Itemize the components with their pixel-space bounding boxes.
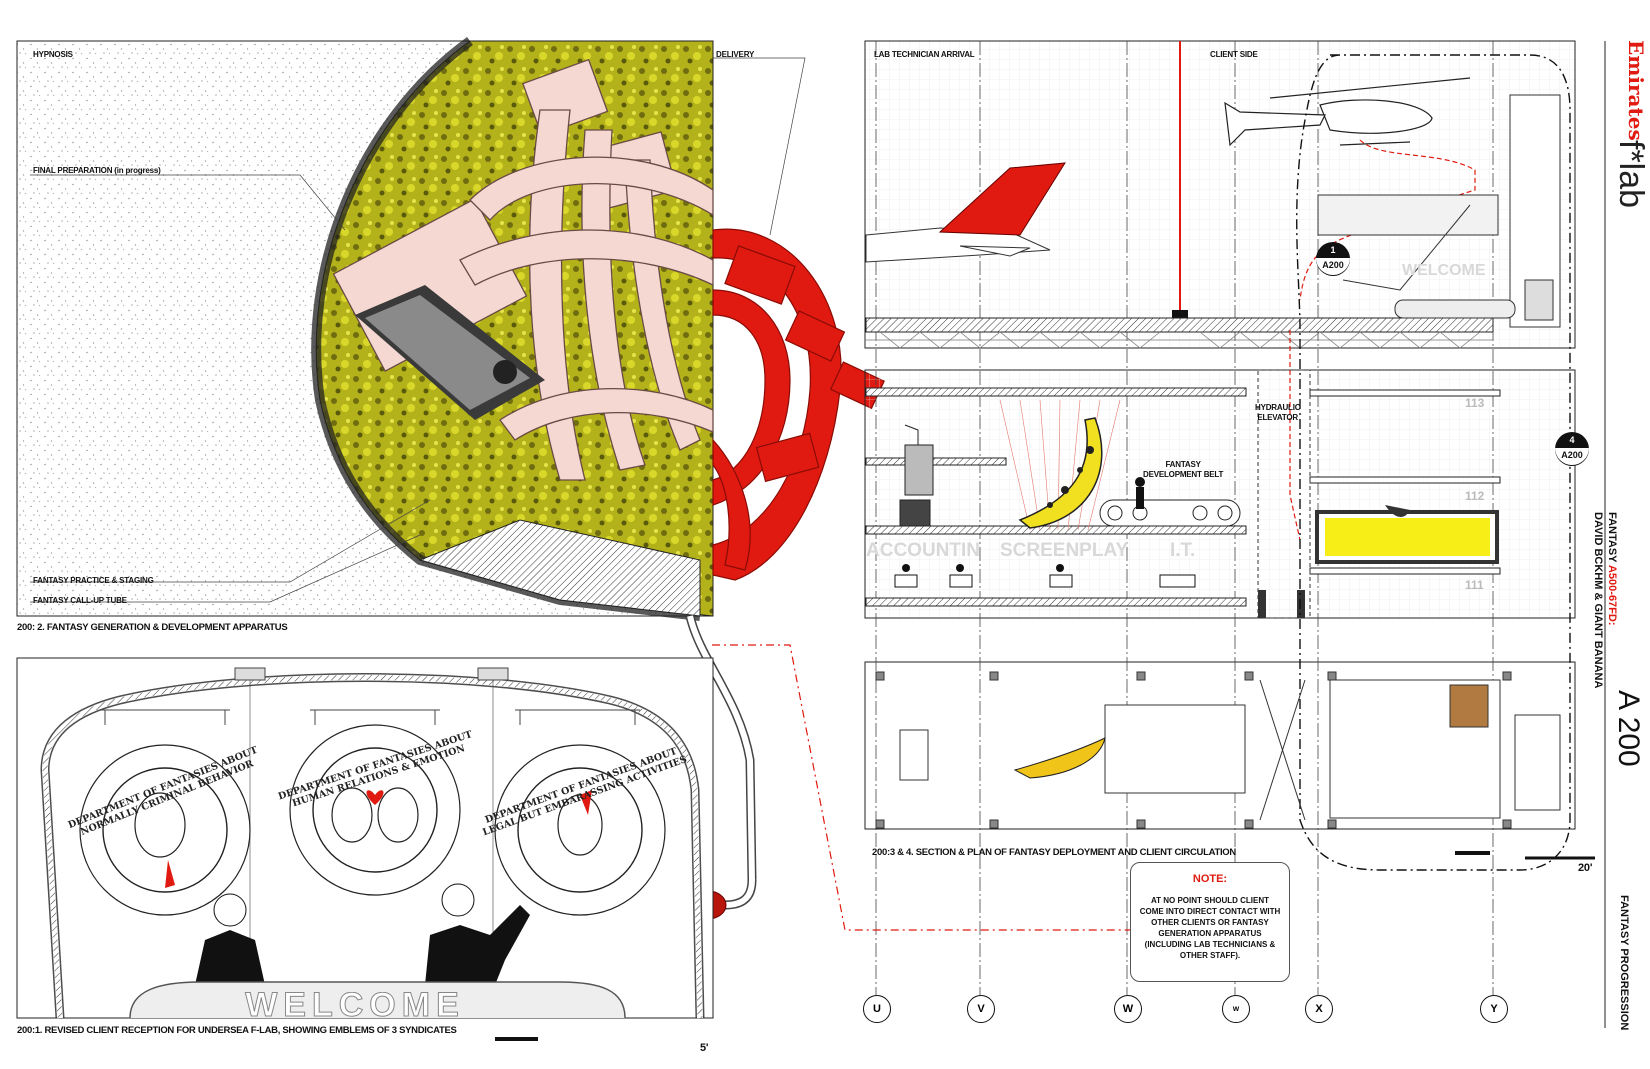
- development-belt: [1099, 499, 1241, 527]
- airplane: [865, 162, 1066, 263]
- brand-emirates: Emirates: [1624, 40, 1648, 141]
- room-screenplay: SCREENPLAY: [1000, 540, 1129, 561]
- grid-bubble-w: W: [1114, 995, 1142, 1023]
- label-lab-technician: LAB TECHNICIAN ARRIVAL: [874, 50, 975, 59]
- scale-label-left: 5': [700, 1042, 709, 1054]
- caption-generation-apparatus: 200: 2. FANTASY GENERATION & DEVELOPMENT…: [17, 622, 288, 633]
- staff-figures: [894, 477, 1196, 588]
- section-marker-4[interactable]: 4 A200: [1555, 432, 1589, 466]
- grid-bubble-v: V: [967, 995, 995, 1023]
- label-final-preparation: FINAL PREPARATION (in progress): [33, 166, 161, 175]
- grid-bubble-y: Y: [1480, 995, 1508, 1023]
- sheet-number: A 200: [1612, 690, 1645, 767]
- label-callup-tube: FANTASY CALL-UP TUBE: [33, 596, 127, 605]
- sheet-title: FANTASY PROGRESSION: [1618, 895, 1630, 1031]
- section-marker-4-ref: A200: [1555, 448, 1589, 465]
- label-client-side: CLIENT SIDE: [1210, 50, 1258, 59]
- grid-bubble-x: X: [1305, 995, 1333, 1023]
- room-number-113: 113: [1465, 396, 1485, 410]
- room-number-111: 111: [1465, 578, 1484, 592]
- reception-desk-sign: WELCOME: [245, 992, 465, 1018]
- scale-label-right: 20': [1578, 862, 1593, 874]
- label-delivery: DELIVERY: [716, 50, 755, 59]
- note-body: AT NO POINT SHOULD CLIENT COME INTO DIRE…: [1139, 896, 1281, 960]
- project-title: FANTASY A500-67FD:: [1606, 512, 1618, 626]
- grid-bubble-w-small: w: [1222, 995, 1250, 1023]
- room-number-112: 112: [1465, 489, 1485, 503]
- curtains: [999, 399, 1121, 531]
- receptionists: [195, 883, 530, 985]
- brand-flab: f*lab: [1612, 140, 1650, 209]
- helicopter: [1224, 77, 1471, 147]
- section-marker-1-ref: A200: [1316, 258, 1350, 275]
- hypnosis-photo: [355, 285, 545, 420]
- project-prefix: FANTASY: [1606, 512, 1618, 565]
- project-code: A500-67FD:: [1606, 564, 1618, 626]
- section-marker-4-num: 4: [1569, 435, 1575, 445]
- note-box: NOTE: AT NO POINT SHOULD CLIENT COME INT…: [1130, 862, 1290, 982]
- note-title: NOTE:: [1192, 873, 1228, 885]
- grid-bubble-u: U: [863, 995, 891, 1023]
- label-development-belt: FANTASY DEVELOPMENT BELT: [1143, 460, 1224, 479]
- giant-banana: [1018, 417, 1103, 529]
- label-hydraulic-elevator: HYDRAULIC ELEVATOR: [1255, 403, 1301, 422]
- section-marker-1[interactable]: 1 A200: [1316, 242, 1350, 276]
- project-name: DAVID BCKHM & GIANT BANANA: [1592, 512, 1604, 689]
- room-it: I.T.: [1170, 540, 1196, 561]
- sign-welcome-upper: WELCOME: [1402, 262, 1486, 279]
- section-marker-1-num: 1: [1330, 245, 1336, 255]
- vacuum-machine: [899, 424, 934, 527]
- room-accounting: ACCOUNTIN: [866, 540, 980, 561]
- label-fantasy-practice: FANTASY PRACTICE & STAGING: [33, 576, 154, 585]
- label-hypnosis: HYPNOSIS: [33, 50, 73, 59]
- caption-client-reception: 200:1. REVISED CLIENT RECEPTION FOR UNDE…: [17, 1025, 457, 1036]
- caption-section-plan: 200:3 & 4. SECTION & PLAN OF FANTASY DEP…: [872, 847, 1236, 858]
